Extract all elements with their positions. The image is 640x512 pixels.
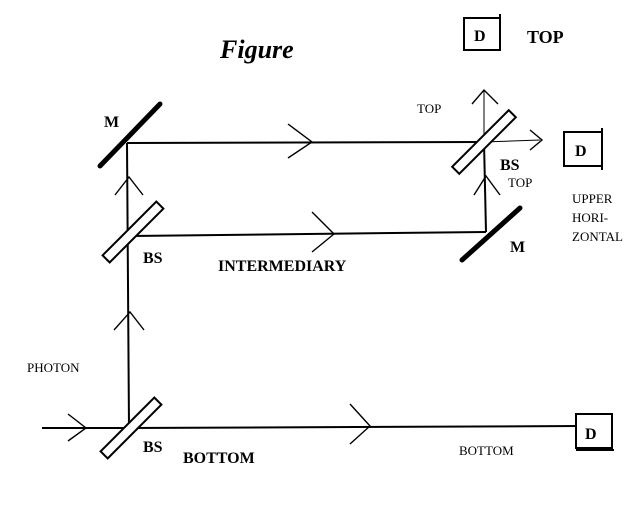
left-up-arrow-upper: [114, 175, 144, 196]
bs-bottom-label: BS: [143, 439, 163, 456]
left-up-arrow-lower: [113, 310, 145, 331]
bottom-path-label: BOTTOM: [183, 450, 255, 467]
bottom-beam: [127, 425, 581, 429]
upper-arrow: [287, 123, 314, 159]
horizontal-output-arrow: [529, 129, 544, 151]
photon-label: PHOTON: [27, 360, 80, 375]
mirror-right-label: M: [510, 239, 525, 256]
mirror-top-label: M: [104, 114, 119, 131]
intermediary-label: INTERMEDIARY: [218, 258, 347, 275]
detector-upper-horizontal: D: [563, 128, 603, 170]
right-up-arrow: [473, 174, 501, 196]
upper-horizontal-label-1: UPPER: [572, 191, 613, 206]
vertical-right-beam: [483, 141, 487, 233]
svg-text:D: D: [575, 143, 587, 160]
input-arrow: [67, 413, 88, 442]
top-vertical-label: TOP: [508, 175, 532, 190]
beam-splitter-middle: [101, 200, 165, 264]
detector-bottom: D: [575, 413, 614, 451]
top-detector-label: TOP: [527, 27, 564, 47]
top-output-label: TOP: [417, 101, 441, 116]
upper-beam: [126, 141, 485, 144]
upper-horizontal-label-2: HORI-: [572, 210, 608, 225]
vertical-left-beam: [126, 142, 130, 429]
mirror-right: [459, 205, 523, 263]
svg-text:D: D: [585, 426, 597, 443]
top-output-arrow: [471, 88, 499, 105]
beam-paths: [42, 90, 581, 429]
bs-middle-label: BS: [143, 250, 163, 267]
bs-top-label: BS: [500, 157, 520, 174]
upper-horizontal-label-3: ZONTAL: [572, 229, 623, 244]
direction-arrows: [67, 88, 544, 445]
figure-title: Figure: [219, 35, 294, 64]
svg-text:D: D: [474, 28, 486, 45]
mirror-top-left: [97, 101, 163, 169]
bottom-arrow: [349, 403, 371, 445]
bottom-detector-label: BOTTOM: [459, 443, 514, 458]
intermediary-beam: [130, 231, 487, 237]
upper-horizontal-output-beam: [483, 139, 541, 143]
intermediary-arrow: [311, 211, 336, 253]
beam-splitter-top: [450, 108, 518, 176]
beam-splitter-bottom: [99, 396, 163, 460]
detector-top: D: [463, 14, 501, 51]
